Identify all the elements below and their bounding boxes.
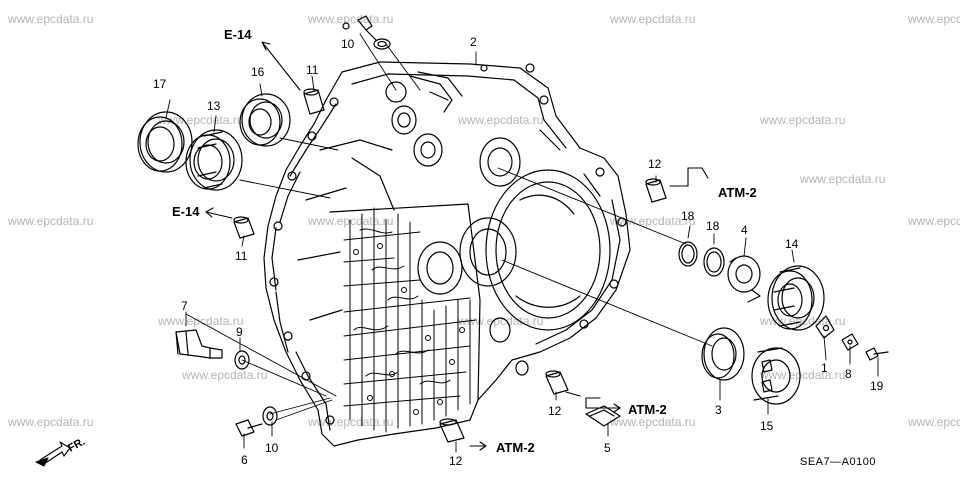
reference-e14-left[interactable]: E-14 <box>172 204 200 219</box>
callout-10-bottom: 10 <box>265 441 279 455</box>
callout-18-right: 18 <box>706 219 720 233</box>
callout-16: 16 <box>251 65 265 79</box>
diagram-code: SEA7—A0100 <box>800 456 876 468</box>
callout-18-left: 18 <box>681 209 695 223</box>
callout-4: 4 <box>741 223 748 237</box>
part-14-bearing <box>767 265 825 331</box>
part-4-cap <box>727 255 761 303</box>
callout-11-left: 11 <box>235 249 248 263</box>
reference-atm2-right[interactable]: ATM-2 <box>718 185 757 200</box>
callout-8: 8 <box>845 367 852 381</box>
callout-13: 13 <box>207 99 221 113</box>
watermark: www.epcdata.ru <box>760 113 846 127</box>
part-15-roller-bearing <box>751 347 801 405</box>
callout-19: 19 <box>870 379 884 393</box>
callout-12-middle: 12 <box>548 404 562 418</box>
part-7-speed-sensor <box>175 329 223 359</box>
part-16-oil-seal <box>239 93 291 147</box>
callout-1: 1 <box>821 361 828 375</box>
callout-9: 9 <box>236 325 243 339</box>
callout-17: 17 <box>153 77 167 91</box>
part-11-dowel-pin-lower <box>233 216 255 239</box>
callout-12-right: 12 <box>648 157 662 171</box>
callout-11-top: 11 <box>306 63 319 77</box>
part-17-oil-seal <box>137 111 193 173</box>
watermark: www.epcdata.ru <box>760 368 846 382</box>
part-12-dowel-right <box>645 178 667 203</box>
part-5-plate <box>585 405 621 427</box>
part-12-dowel-middle <box>545 370 569 395</box>
torque-converter-housing <box>263 61 631 447</box>
callout-15: 15 <box>760 419 774 433</box>
part-9-washer <box>234 350 250 370</box>
reference-atm2-middle[interactable]: ATM-2 <box>628 402 667 417</box>
part-13-bearing <box>185 129 243 191</box>
part-11-dowel-pin <box>303 88 325 115</box>
watermark: www.epcdata.ru <box>610 415 696 429</box>
watermark: www.epcdata.ru <box>908 415 960 429</box>
watermark: www.epcdata.ru <box>908 214 960 228</box>
front-direction-arrow-icon <box>35 441 71 467</box>
part-10-washer-top <box>342 15 391 50</box>
callout-5: 5 <box>604 441 611 455</box>
watermark: www.epcdata.ru <box>8 12 94 26</box>
part-1-clip <box>815 315 835 339</box>
part-6-bolt <box>235 419 263 437</box>
part-8-clip <box>841 333 859 351</box>
reference-e14-top[interactable]: E-14 <box>224 27 252 42</box>
callout-2: 2 <box>470 35 477 49</box>
reference-atm2-bottom[interactable]: ATM-2 <box>496 440 535 455</box>
part-18-o-ring <box>678 241 698 267</box>
leader-lines <box>165 33 879 453</box>
part-3-oil-seal <box>701 327 745 381</box>
callout-3: 3 <box>715 403 722 417</box>
watermark: www.epcdata.ru <box>610 12 696 26</box>
watermark: www.epcdata.ru <box>158 314 244 328</box>
callout-12-bottom: 12 <box>449 454 463 468</box>
callout-10-top: 10 <box>341 37 355 51</box>
watermark: www.epcdata.ru <box>182 368 268 382</box>
watermark: www.epcdata.ru <box>308 12 394 26</box>
watermark: www.epcdata.ru <box>610 214 696 228</box>
watermark: www.epcdata.ru <box>458 113 544 127</box>
part-18-o-ring-second <box>703 247 725 277</box>
callout-14: 14 <box>785 237 799 251</box>
part-19-bolt <box>865 347 889 361</box>
watermark: www.epcdata.ru <box>8 214 94 228</box>
callout-6: 6 <box>241 453 248 467</box>
reference-arrows <box>205 41 709 451</box>
watermark: www.epcdata.ru <box>800 172 886 186</box>
callout-7: 7 <box>181 299 188 313</box>
watermark: www.epcdata.ru <box>308 214 394 228</box>
watermark: www.epcdata.ru <box>8 415 94 429</box>
watermark: www.epcdata.ru <box>908 12 960 26</box>
part-10-washer-lower <box>262 406 278 426</box>
part-12-dowel-bottom <box>439 418 465 443</box>
